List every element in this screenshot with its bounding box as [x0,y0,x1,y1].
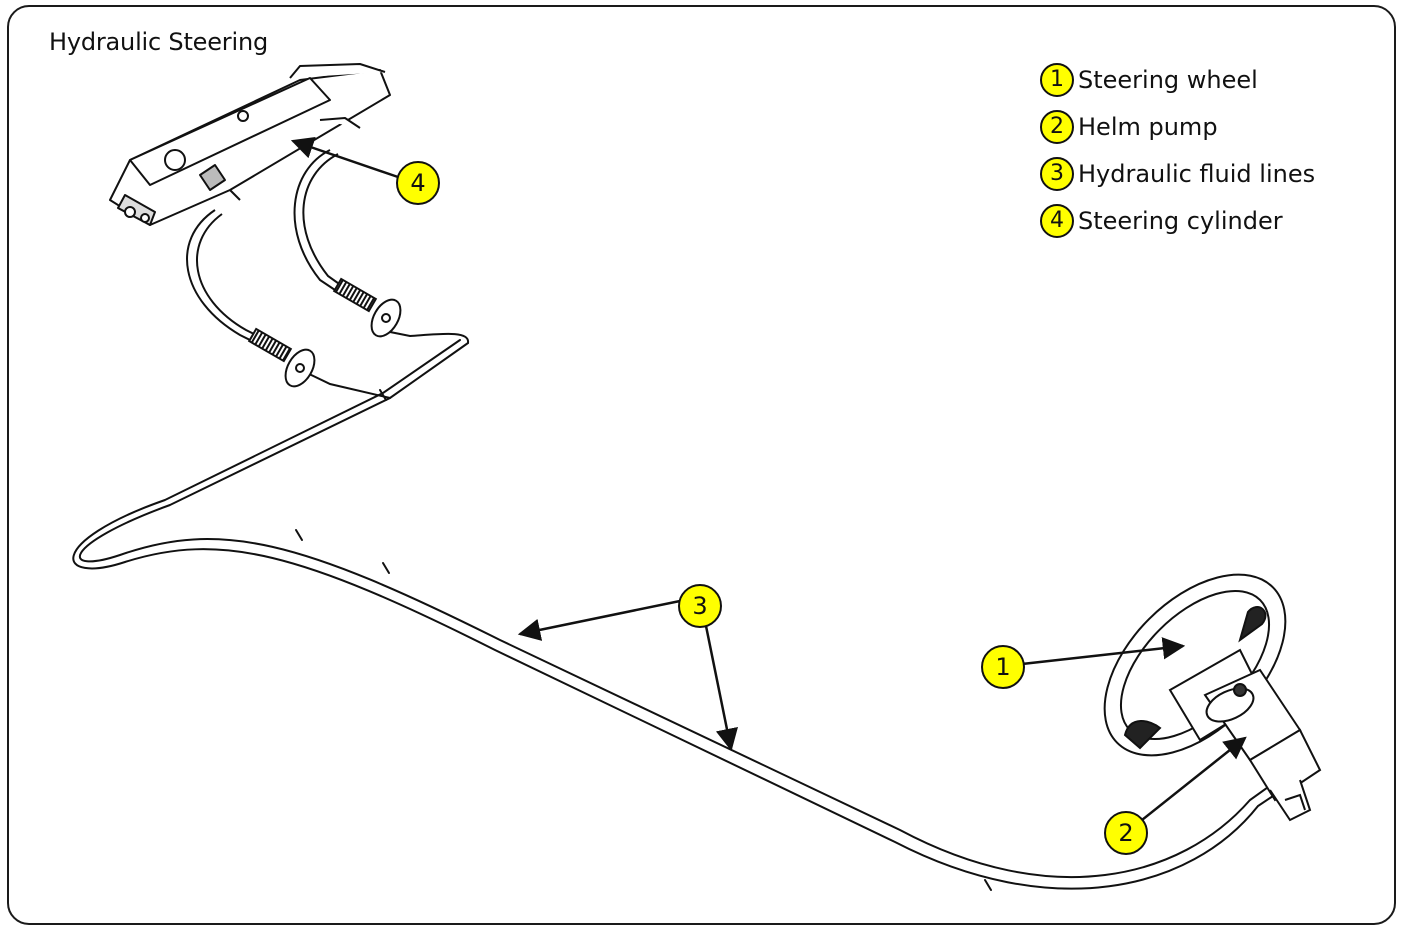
legend-item-steering-cylinder: 4 Steering cylinder [1040,197,1315,244]
callout-hydraulic-fluid-lines: 3 [678,584,722,628]
diagram-title: Hydraulic Steering [49,28,268,56]
legend-label: Helm pump [1078,112,1218,141]
arrow-to-lines-a [517,599,681,641]
legend-marker: 2 [1040,109,1074,144]
legend: 1 Steering wheel 2 Helm pump 3 Hydraulic… [1040,56,1315,244]
arrow-to-wheel [1021,637,1186,666]
arrow-to-lines-b [703,620,738,752]
arrow-to-pump [1141,736,1247,821]
legend-item-steering-wheel: 1 Steering wheel [1040,56,1315,103]
legend-item-hydraulic-fluid-lines: 3 Hydraulic fluid lines [1040,150,1315,197]
legend-label: Steering cylinder [1078,206,1283,235]
steering-cylinder [109,63,391,226]
legend-marker: 1 [1040,62,1074,97]
arrow-to-cylinder [290,136,399,179]
legend-label: Steering wheel [1078,65,1258,94]
callout-steering-wheel: 1 [981,645,1025,689]
legend-marker: 3 [1040,156,1074,191]
callout-helm-pump: 2 [1104,811,1148,855]
legend-marker: 4 [1040,203,1074,238]
cylinder-hoses [186,149,402,388]
leader-arrows [290,136,1247,821]
hydraulic-fluid-lines [72,329,1286,891]
legend-label: Hydraulic fluid lines [1078,159,1316,188]
callout-steering-cylinder: 4 [396,161,440,205]
legend-item-helm-pump: 2 Helm pump [1040,103,1315,150]
helm-pump-illustration [1203,668,1322,822]
diagram-frame [7,5,1396,925]
